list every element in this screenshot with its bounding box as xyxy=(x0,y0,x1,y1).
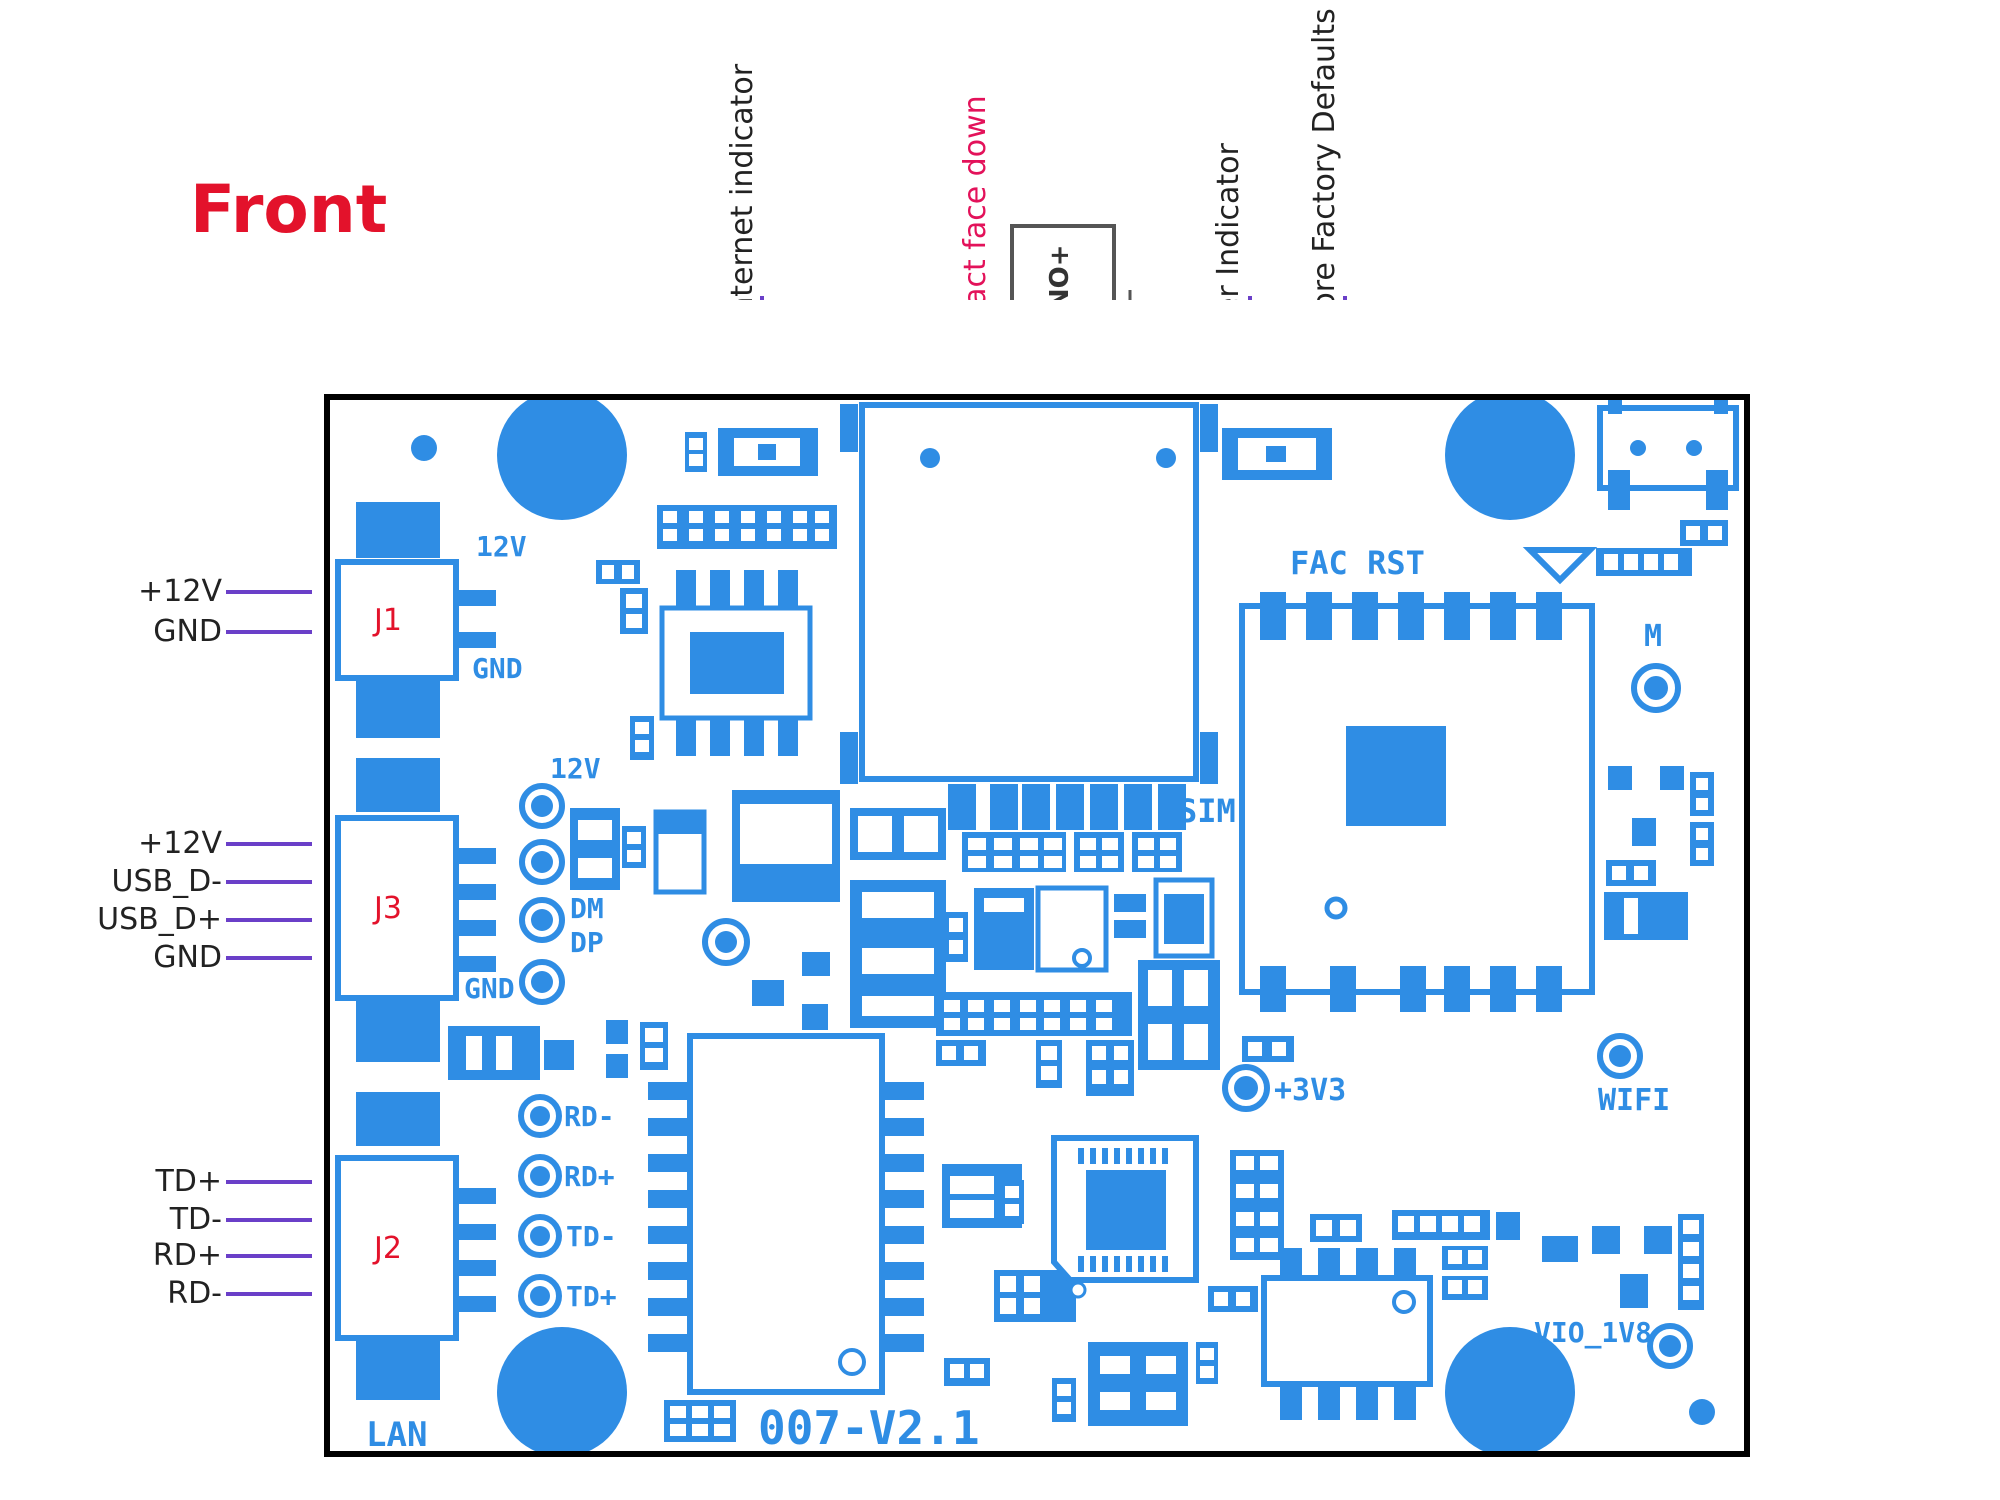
fiducial-dot xyxy=(411,435,437,461)
pin-label-j2-td-plus: TD+ xyxy=(154,1164,222,1199)
pin-label-j3-usb-dp: USB_D+ xyxy=(97,902,222,937)
mounting-holes xyxy=(497,390,1575,1457)
mounting-hole-top-left xyxy=(497,390,627,520)
mounting-hole-bottom-right xyxy=(1445,1327,1575,1457)
passive-version-left xyxy=(664,1400,736,1442)
silk-fac-rst: FAC RST xyxy=(1290,544,1425,582)
test-points-j2 xyxy=(518,1094,562,1318)
silk-gnd-j1: GND xyxy=(472,652,523,685)
pin-label-j3-12v: +12V xyxy=(138,826,222,861)
sim-card-holder xyxy=(840,402,1218,784)
ic-u1 xyxy=(659,570,813,756)
led-4g-indicator xyxy=(685,428,818,476)
restore-factory-button[interactable] xyxy=(1597,400,1739,510)
test-points-j3 xyxy=(519,783,565,1005)
pin-label-j1-12v: +12V xyxy=(138,574,222,609)
silk-12v-j1: 12V xyxy=(476,530,527,563)
pin-label-j2-rd-plus: RD+ xyxy=(153,1238,222,1273)
pin-label-j2-rd-minus: RD- xyxy=(167,1276,222,1311)
silk-rd-minus: RD- xyxy=(564,1100,615,1133)
ic-u-bottom-right xyxy=(1261,1248,1433,1420)
test-point-3v3 xyxy=(1222,1036,1294,1112)
silk-version: 007-V2.1 xyxy=(758,1401,980,1455)
silk-3v3: +3V3 xyxy=(1274,1073,1346,1108)
silk-lan: LAN xyxy=(366,1415,427,1455)
ethernet-module xyxy=(687,1033,885,1395)
silk-dp: DP xyxy=(570,926,604,959)
pin-label-j3-usb-dm: USB_D- xyxy=(111,864,222,899)
connector-label-j3: J3 xyxy=(372,891,402,926)
inductors-middle xyxy=(850,877,1220,1070)
passive-right-bottom xyxy=(1208,1150,1704,1312)
connector-j2 xyxy=(335,1092,496,1400)
silk-td-plus: TD+ xyxy=(566,1280,617,1313)
passive-lower-row xyxy=(936,992,1134,1096)
connector-j1 xyxy=(335,502,496,738)
mounting-hole-top-right xyxy=(1445,390,1575,520)
ethernet-module-pins xyxy=(648,1082,924,1352)
fiducial-dot xyxy=(1689,1399,1715,1425)
silk-dm: DM xyxy=(570,892,604,925)
silk-wifi: WIFI xyxy=(1598,1083,1670,1118)
silk-vio-1v8: VIO_1V8 xyxy=(1534,1316,1652,1349)
passive-right-top xyxy=(1522,520,1728,585)
silk-12v-mid: 12V xyxy=(550,752,601,785)
connector-j3 xyxy=(335,758,496,1062)
inductors-bottom xyxy=(1052,1342,1218,1426)
pin-label-j1-gnd: GND xyxy=(153,614,222,649)
passive-small xyxy=(596,560,654,760)
silk-rd-plus: RD+ xyxy=(564,1160,615,1193)
front-title: Front xyxy=(190,171,387,248)
wifi-module xyxy=(1239,592,1595,1012)
ic-qfn xyxy=(1051,1135,1199,1299)
silk-td-minus: TD- xyxy=(566,1220,617,1253)
silk-gnd-j3: GND xyxy=(464,972,515,1005)
pin-label-j3-gnd: GND xyxy=(153,940,222,975)
silk-sim: SIM xyxy=(1178,792,1236,830)
pin-label-j2-td-minus: TD- xyxy=(169,1202,222,1237)
power-components xyxy=(448,790,840,1080)
led-power-indicator xyxy=(1222,428,1332,480)
connector-label-j1: J1 xyxy=(372,603,402,638)
silk-m: M xyxy=(1644,619,1662,654)
mounting-hole-bottom-left xyxy=(497,1327,627,1457)
passive-ethernet xyxy=(942,1164,1076,1386)
connector-label-j2: J2 xyxy=(372,1231,402,1266)
